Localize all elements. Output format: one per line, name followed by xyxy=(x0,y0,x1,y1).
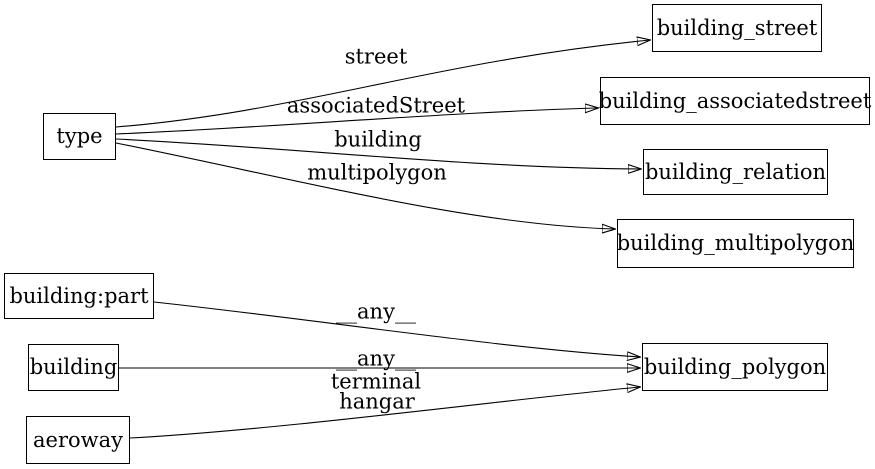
edge-aeroway-building_polygon xyxy=(129,387,640,439)
edge-type-building_multipolygon xyxy=(115,142,615,229)
node-type: type xyxy=(43,113,116,160)
edge-label-street: street xyxy=(344,44,408,69)
edge-label-multipolygon: multipolygon xyxy=(307,160,447,185)
edge-building_part-building_polygon xyxy=(153,301,640,357)
node-building-part: building:part xyxy=(4,273,154,319)
edge-type-building_street xyxy=(115,40,650,128)
node-aeroway: aeroway xyxy=(26,416,130,464)
node-building-street: building_street xyxy=(652,4,822,52)
node-building-relation: building_relation xyxy=(643,149,828,195)
node-building: building xyxy=(28,344,119,391)
edge-type-building_associatedstreet xyxy=(115,108,598,135)
edge-label-any-building: __any__ xyxy=(336,346,416,371)
edge-label-any-part: __any__ xyxy=(336,299,416,324)
edge-label-associatedstreet: associatedStreet xyxy=(286,93,466,118)
edge-label-building: building xyxy=(334,127,422,152)
edge-type-building_relation xyxy=(115,138,641,169)
edge-label-hangar: hangar xyxy=(339,389,415,414)
node-building-multipolygon: building_multipolygon xyxy=(617,219,854,268)
edge-label-terminal: terminal xyxy=(330,369,422,394)
node-building-associatedstreet: building_associatedstreet xyxy=(599,77,871,125)
node-building-polygon: building_polygon xyxy=(642,343,828,391)
